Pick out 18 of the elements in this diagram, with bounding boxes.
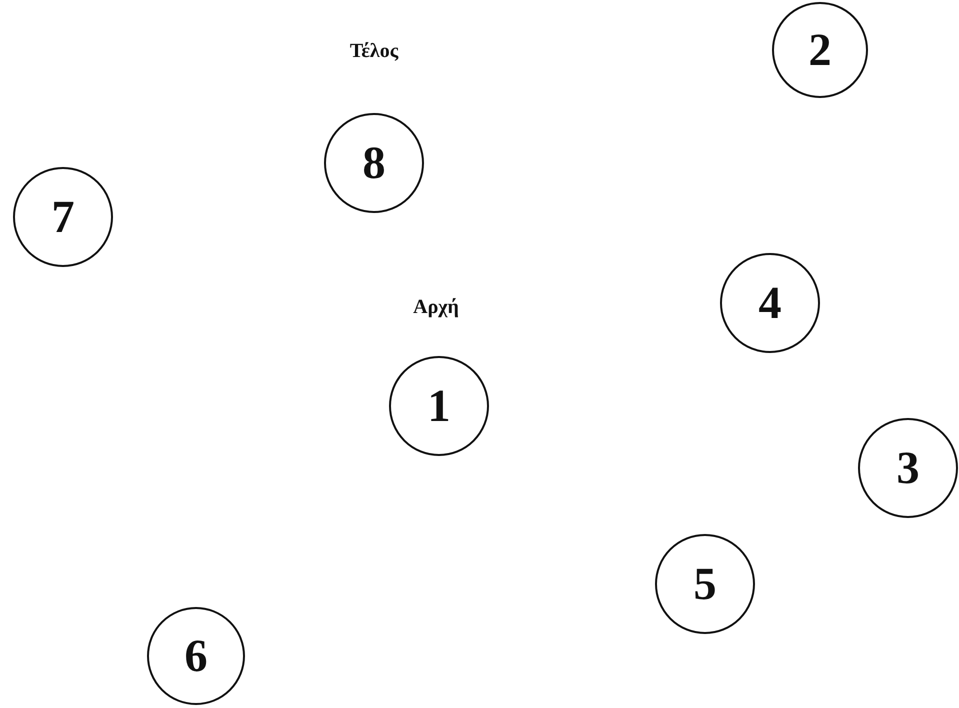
step-number: 5: [694, 561, 716, 607]
numbered-circle: [655, 534, 755, 634]
step-number: 3: [896, 445, 920, 491]
step-number: 8: [362, 140, 386, 186]
circle-caption: Τέλος: [350, 40, 398, 63]
step-number: 4: [758, 280, 782, 326]
numbered-circle: [147, 607, 245, 705]
numbered-circle: [324, 113, 424, 213]
numbered-circle: [389, 356, 489, 456]
numbered-circle: [720, 253, 820, 353]
numbered-circle: [772, 2, 868, 98]
numbered-circle: [858, 418, 958, 518]
step-number: 7: [52, 194, 74, 240]
numbered-circle: [13, 167, 113, 267]
circle-caption: Αρχή: [413, 296, 459, 319]
step-number: 6: [184, 633, 208, 679]
step-number: 1: [428, 383, 450, 429]
step-number: 2: [808, 27, 832, 73]
